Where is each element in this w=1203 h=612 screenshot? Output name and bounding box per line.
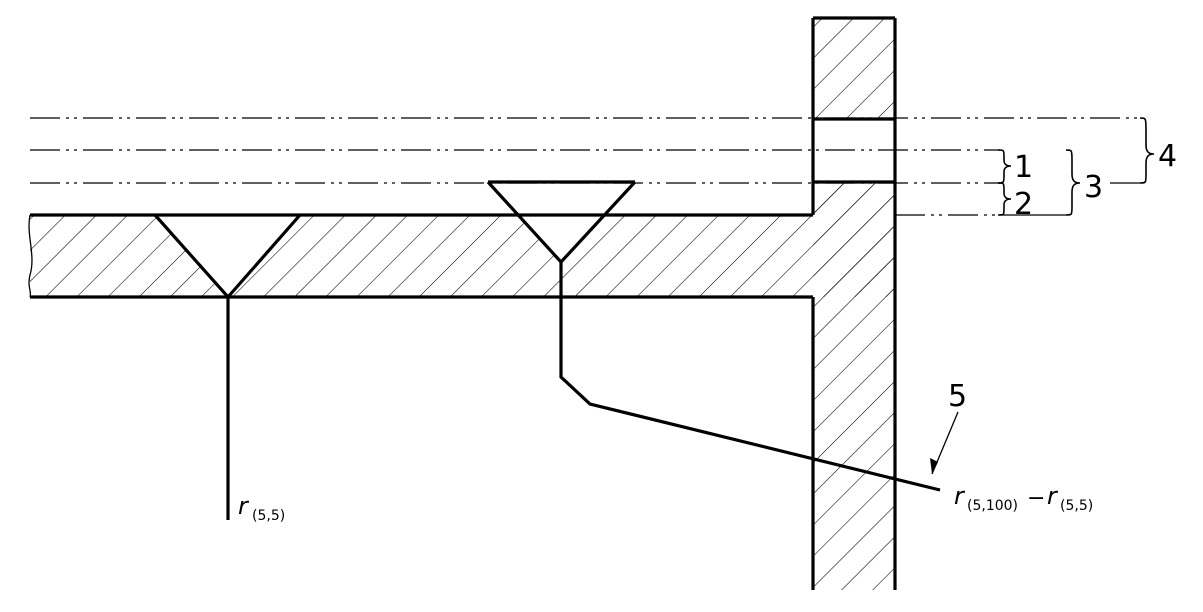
left-radius-symbol: r xyxy=(238,492,250,520)
left-radius-subscript: (5,5) xyxy=(252,508,285,524)
reference-lines xyxy=(30,117,1140,216)
right-radius-operator: − xyxy=(1027,486,1045,511)
left-radius-label: r (5,5) xyxy=(238,492,285,524)
dimension-braces xyxy=(997,117,1155,216)
callout-4: 4 xyxy=(1158,139,1177,174)
vertical-plate xyxy=(813,18,895,590)
callout-5: 5 xyxy=(948,379,967,414)
leader-lines xyxy=(226,262,959,520)
callout-2: 2 xyxy=(1014,187,1033,222)
right-radius-subscript-b: (5,5) xyxy=(1060,498,1093,514)
plate-outlines xyxy=(28,16,897,590)
right-radius-subscript-a: (5,100) xyxy=(967,498,1018,514)
weld-groove-right xyxy=(488,182,635,262)
right-radius-label: r (5,100) − r (5,5) xyxy=(954,482,1093,514)
callout-3: 3 xyxy=(1084,170,1103,205)
right-radius-symbol-b: r xyxy=(1047,482,1059,510)
horizontal-plate xyxy=(30,182,895,297)
right-radius-symbol-a: r xyxy=(954,482,966,510)
callout-1: 1 xyxy=(1014,150,1033,185)
weld-groove-left xyxy=(155,215,300,297)
